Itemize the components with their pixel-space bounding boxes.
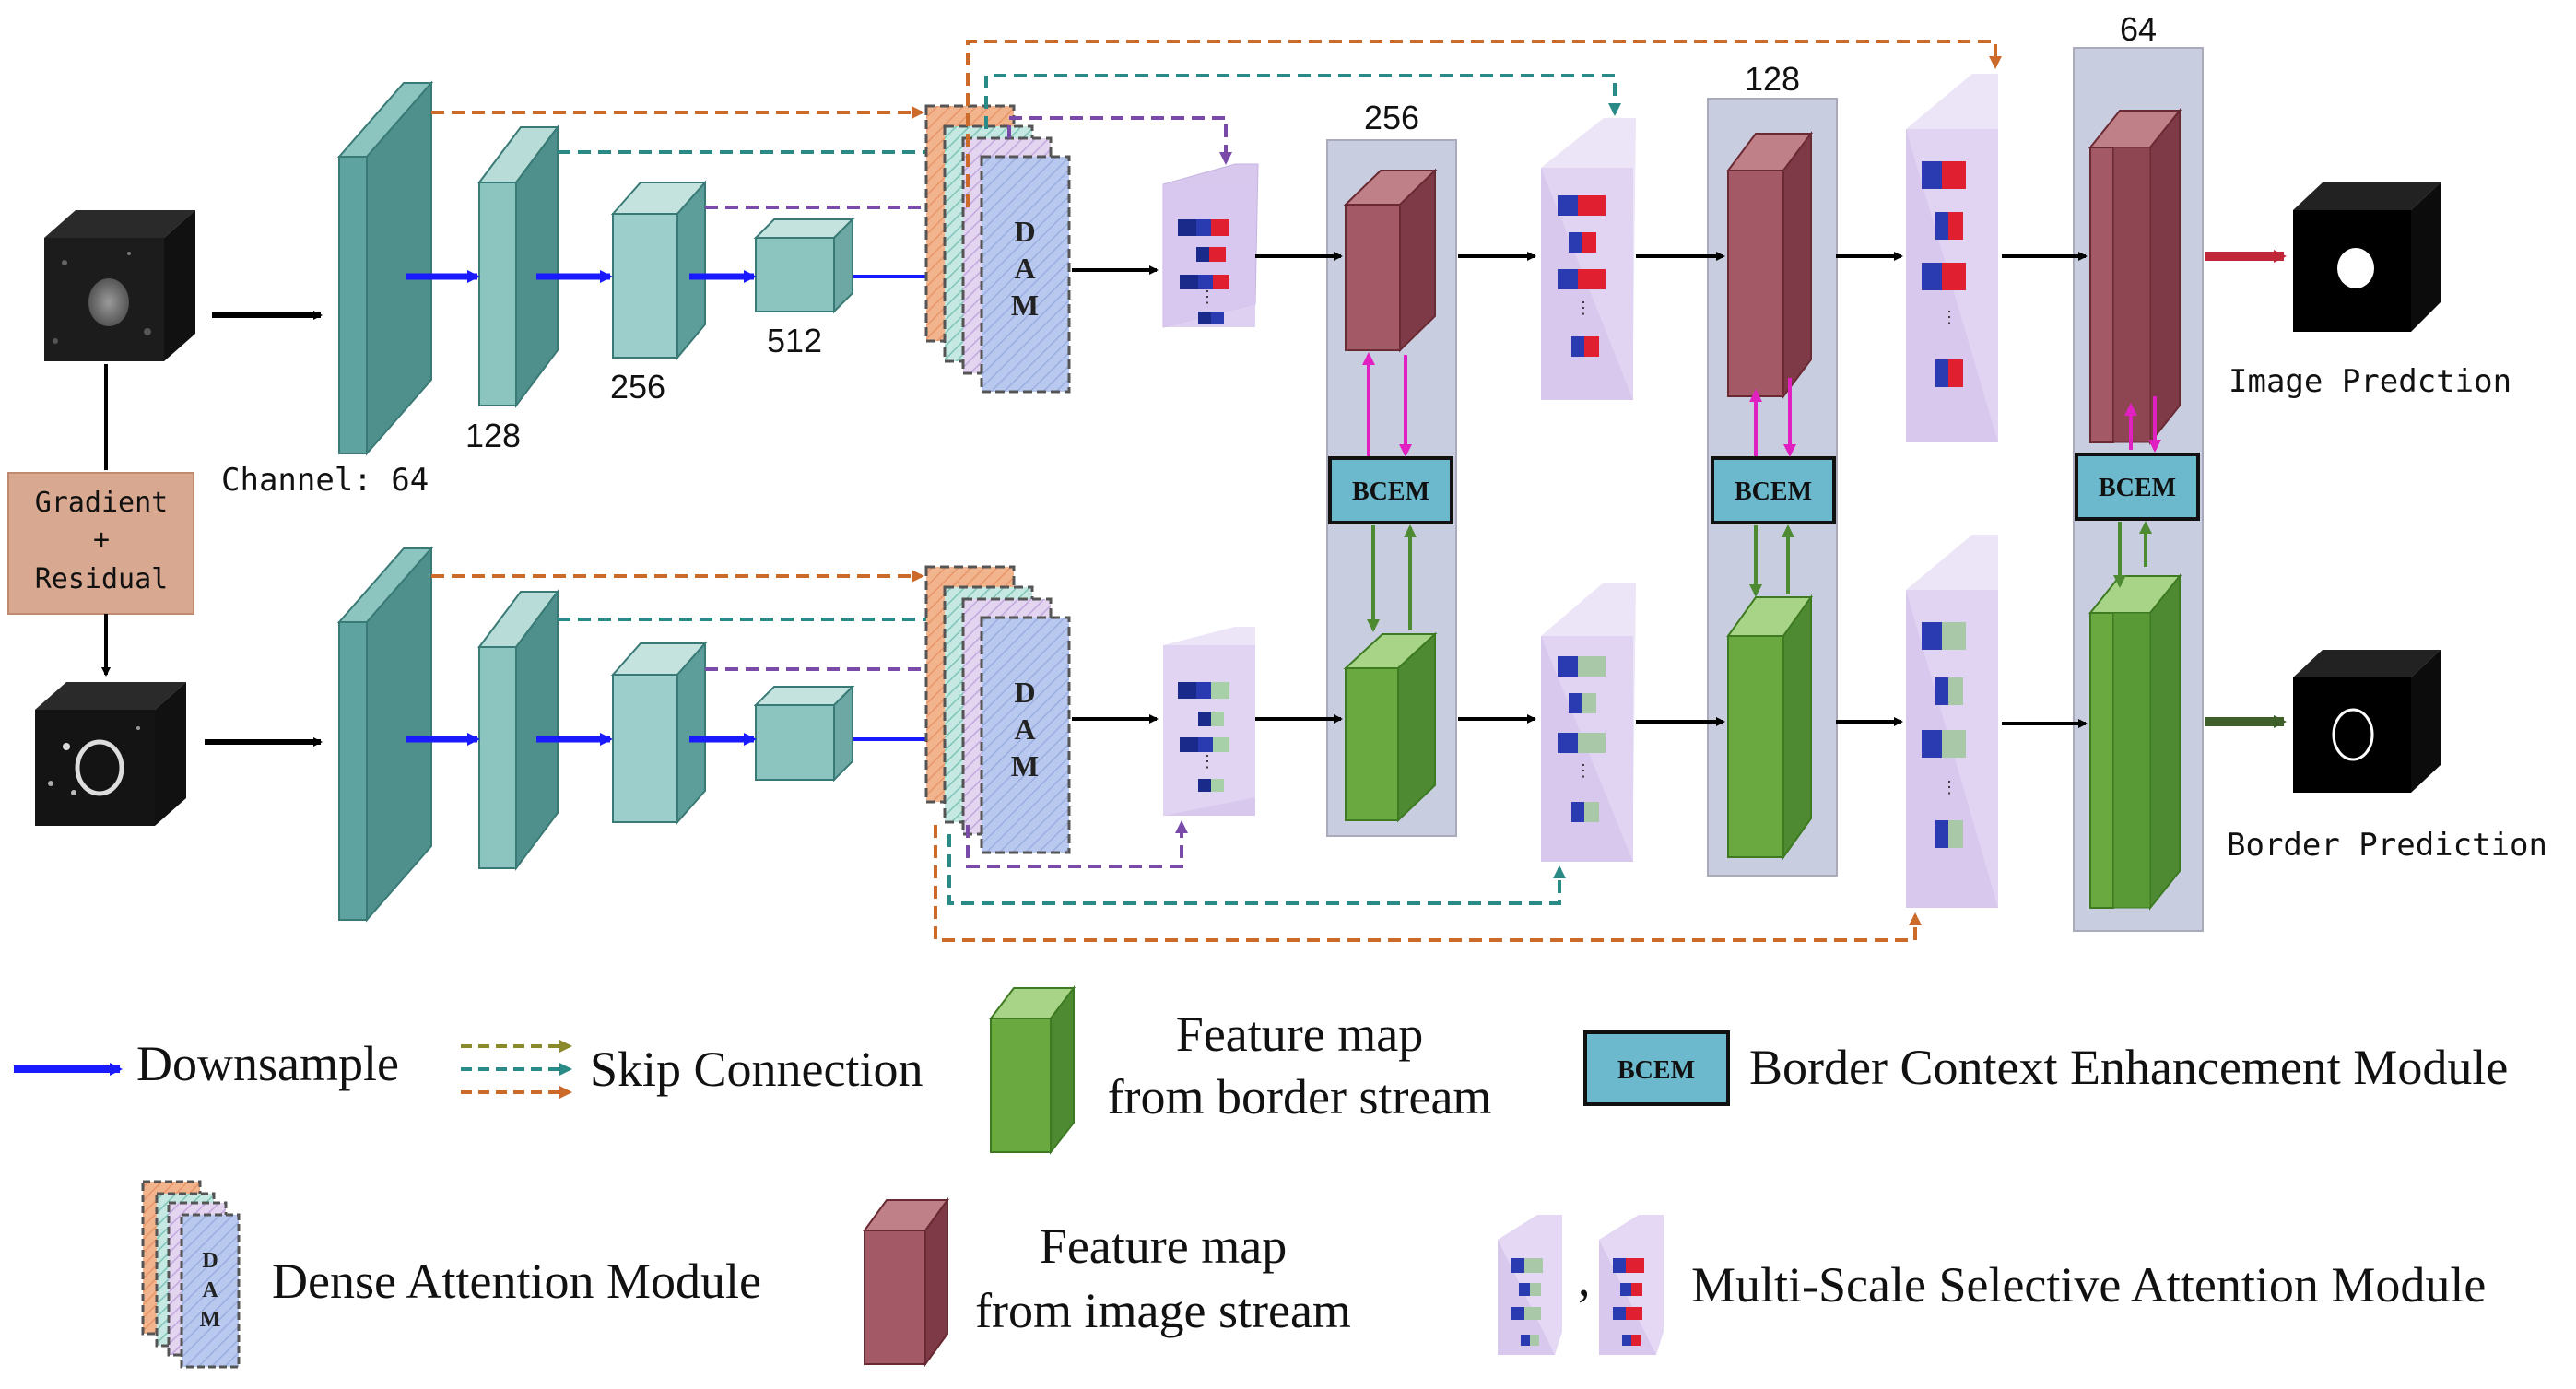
- mssa-module: ⋮: [1163, 627, 1255, 816]
- legend-border-feature-line1: Feature map: [1176, 1006, 1423, 1062]
- svg-text:⋮: ⋮: [1941, 778, 1958, 796]
- svg-text:BCEM: BCEM: [1617, 1056, 1695, 1085]
- legend-dam-icon: D A M: [141, 1180, 241, 1369]
- mssa-module: ⋮: [1906, 74, 1998, 442]
- border-feature-map: [2088, 573, 2182, 911]
- decoder-skip-connections: [934, 40, 2002, 942]
- encoder-block-256: [610, 180, 708, 360]
- legend-border-feature-line2: from border stream: [1108, 1069, 1492, 1124]
- preprocess-box: Gradient + Residual: [7, 472, 194, 615]
- encoder-block-512: [753, 684, 855, 783]
- input-gradient-cube: [35, 682, 186, 826]
- legend-dam-text: Dense Attention Module: [272, 1254, 761, 1309]
- encoder-block-128: [477, 589, 559, 871]
- svg-text:⋮: ⋮: [1199, 752, 1216, 771]
- legend-mssa-text: Multi-Scale Selective Attention Module: [1691, 1257, 2486, 1312]
- bcem-label: BCEM: [2099, 474, 2176, 502]
- input-image-cube: [44, 210, 195, 361]
- border-feature-map: [1343, 631, 1438, 823]
- bcem-label: BCEM: [1352, 477, 1429, 506]
- mssa-module: ⋮: [1906, 535, 1998, 908]
- dam-letter: D: [1014, 215, 1035, 248]
- mssa-module: ⋮: [1162, 163, 1259, 328]
- legend-bcem-text: Border Context Enhancement Module: [1749, 1040, 2508, 1095]
- legend-skip-arrows: [461, 1040, 572, 1099]
- encoder-block-256: [610, 641, 708, 825]
- encoder-skip-connections: [431, 106, 970, 676]
- bcem-arrows: [1362, 352, 2161, 632]
- legend-image-feature-line1: Feature map: [1040, 1218, 1287, 1274]
- legend-skip-connection: Skip Connection: [590, 1042, 923, 1097]
- legend: Downsample Skip Connection Feature map f…: [14, 985, 2508, 1369]
- bcem-module: BCEM: [1711, 456, 1836, 524]
- border-feature-map: [1726, 594, 1813, 861]
- preprocess-line3: Residual: [35, 563, 169, 595]
- dam-letter: M: [1011, 288, 1039, 322]
- svg-text:⋮: ⋮: [1941, 308, 1958, 326]
- mssa-cells: ⋮: [1178, 219, 1229, 324]
- legend-downsample: Downsample: [136, 1036, 399, 1091]
- bcem-module: BCEM: [2075, 453, 2200, 521]
- image-feature-map: [1343, 168, 1438, 353]
- legend-mssa-border-icon: [1498, 1215, 1562, 1355]
- image-feature-map: [1726, 131, 1813, 399]
- decoder-channel-label: 64: [2120, 10, 2157, 48]
- image-encoder: Channel: 64 128 256 512: [221, 80, 975, 499]
- legend-comma: ,: [1578, 1251, 1591, 1306]
- encoder-block-512: [753, 217, 855, 314]
- dam-letter: D: [1014, 676, 1035, 709]
- legend-border-feature-icon: [988, 985, 1076, 1155]
- image-prediction-label: Image Predction: [2229, 363, 2511, 400]
- channel-label: Channel: 64: [221, 462, 429, 499]
- svg-text:D: D: [202, 1249, 218, 1273]
- preprocess-line1: Gradient: [35, 487, 169, 519]
- flow-arrows: [1072, 252, 2088, 728]
- decoder-channel-label: 128: [1745, 60, 1800, 98]
- border-encoder: [336, 546, 975, 923]
- bcem-label: BCEM: [1735, 477, 1812, 506]
- dam-letter: M: [1011, 749, 1039, 783]
- svg-text:⋮: ⋮: [1575, 299, 1592, 317]
- dam-letter: A: [1014, 712, 1035, 746]
- dam-top: D A M: [924, 104, 1071, 394]
- size-label-512: 512: [767, 322, 822, 359]
- mssa-module: ⋮: [1541, 118, 1636, 400]
- legend-mssa-image-icon: [1599, 1215, 1664, 1355]
- decoder-channel-label: 256: [1364, 99, 1419, 136]
- encoder-block-64: [336, 80, 434, 456]
- size-label-128: 128: [465, 417, 521, 454]
- svg-text:⋮: ⋮: [1575, 761, 1592, 780]
- legend-image-feature-line2: from image stream: [975, 1283, 1351, 1338]
- legend-image-feature-icon: [863, 1196, 949, 1368]
- svg-text:⋮: ⋮: [1199, 288, 1216, 306]
- dam-bottom: D A M: [924, 565, 1071, 854]
- border-prediction-label: Border Prediction: [2227, 827, 2547, 864]
- image-feature-map: [2088, 108, 2182, 445]
- mssa-module: ⋮: [1541, 583, 1636, 862]
- image-prediction-cube: [2293, 182, 2441, 332]
- size-label-256: 256: [610, 368, 665, 406]
- border-prediction-cube: [2293, 650, 2441, 793]
- encoder-block-128: [477, 124, 559, 408]
- svg-text:A: A: [202, 1278, 218, 1302]
- bcem-module: BCEM: [1328, 456, 1453, 524]
- legend-bcem-box: BCEM: [1583, 1030, 1730, 1106]
- preprocess-line2: +: [93, 524, 110, 556]
- dam-letter: A: [1014, 252, 1035, 285]
- encoder-block-64: [336, 546, 434, 923]
- svg-text:M: M: [200, 1308, 221, 1332]
